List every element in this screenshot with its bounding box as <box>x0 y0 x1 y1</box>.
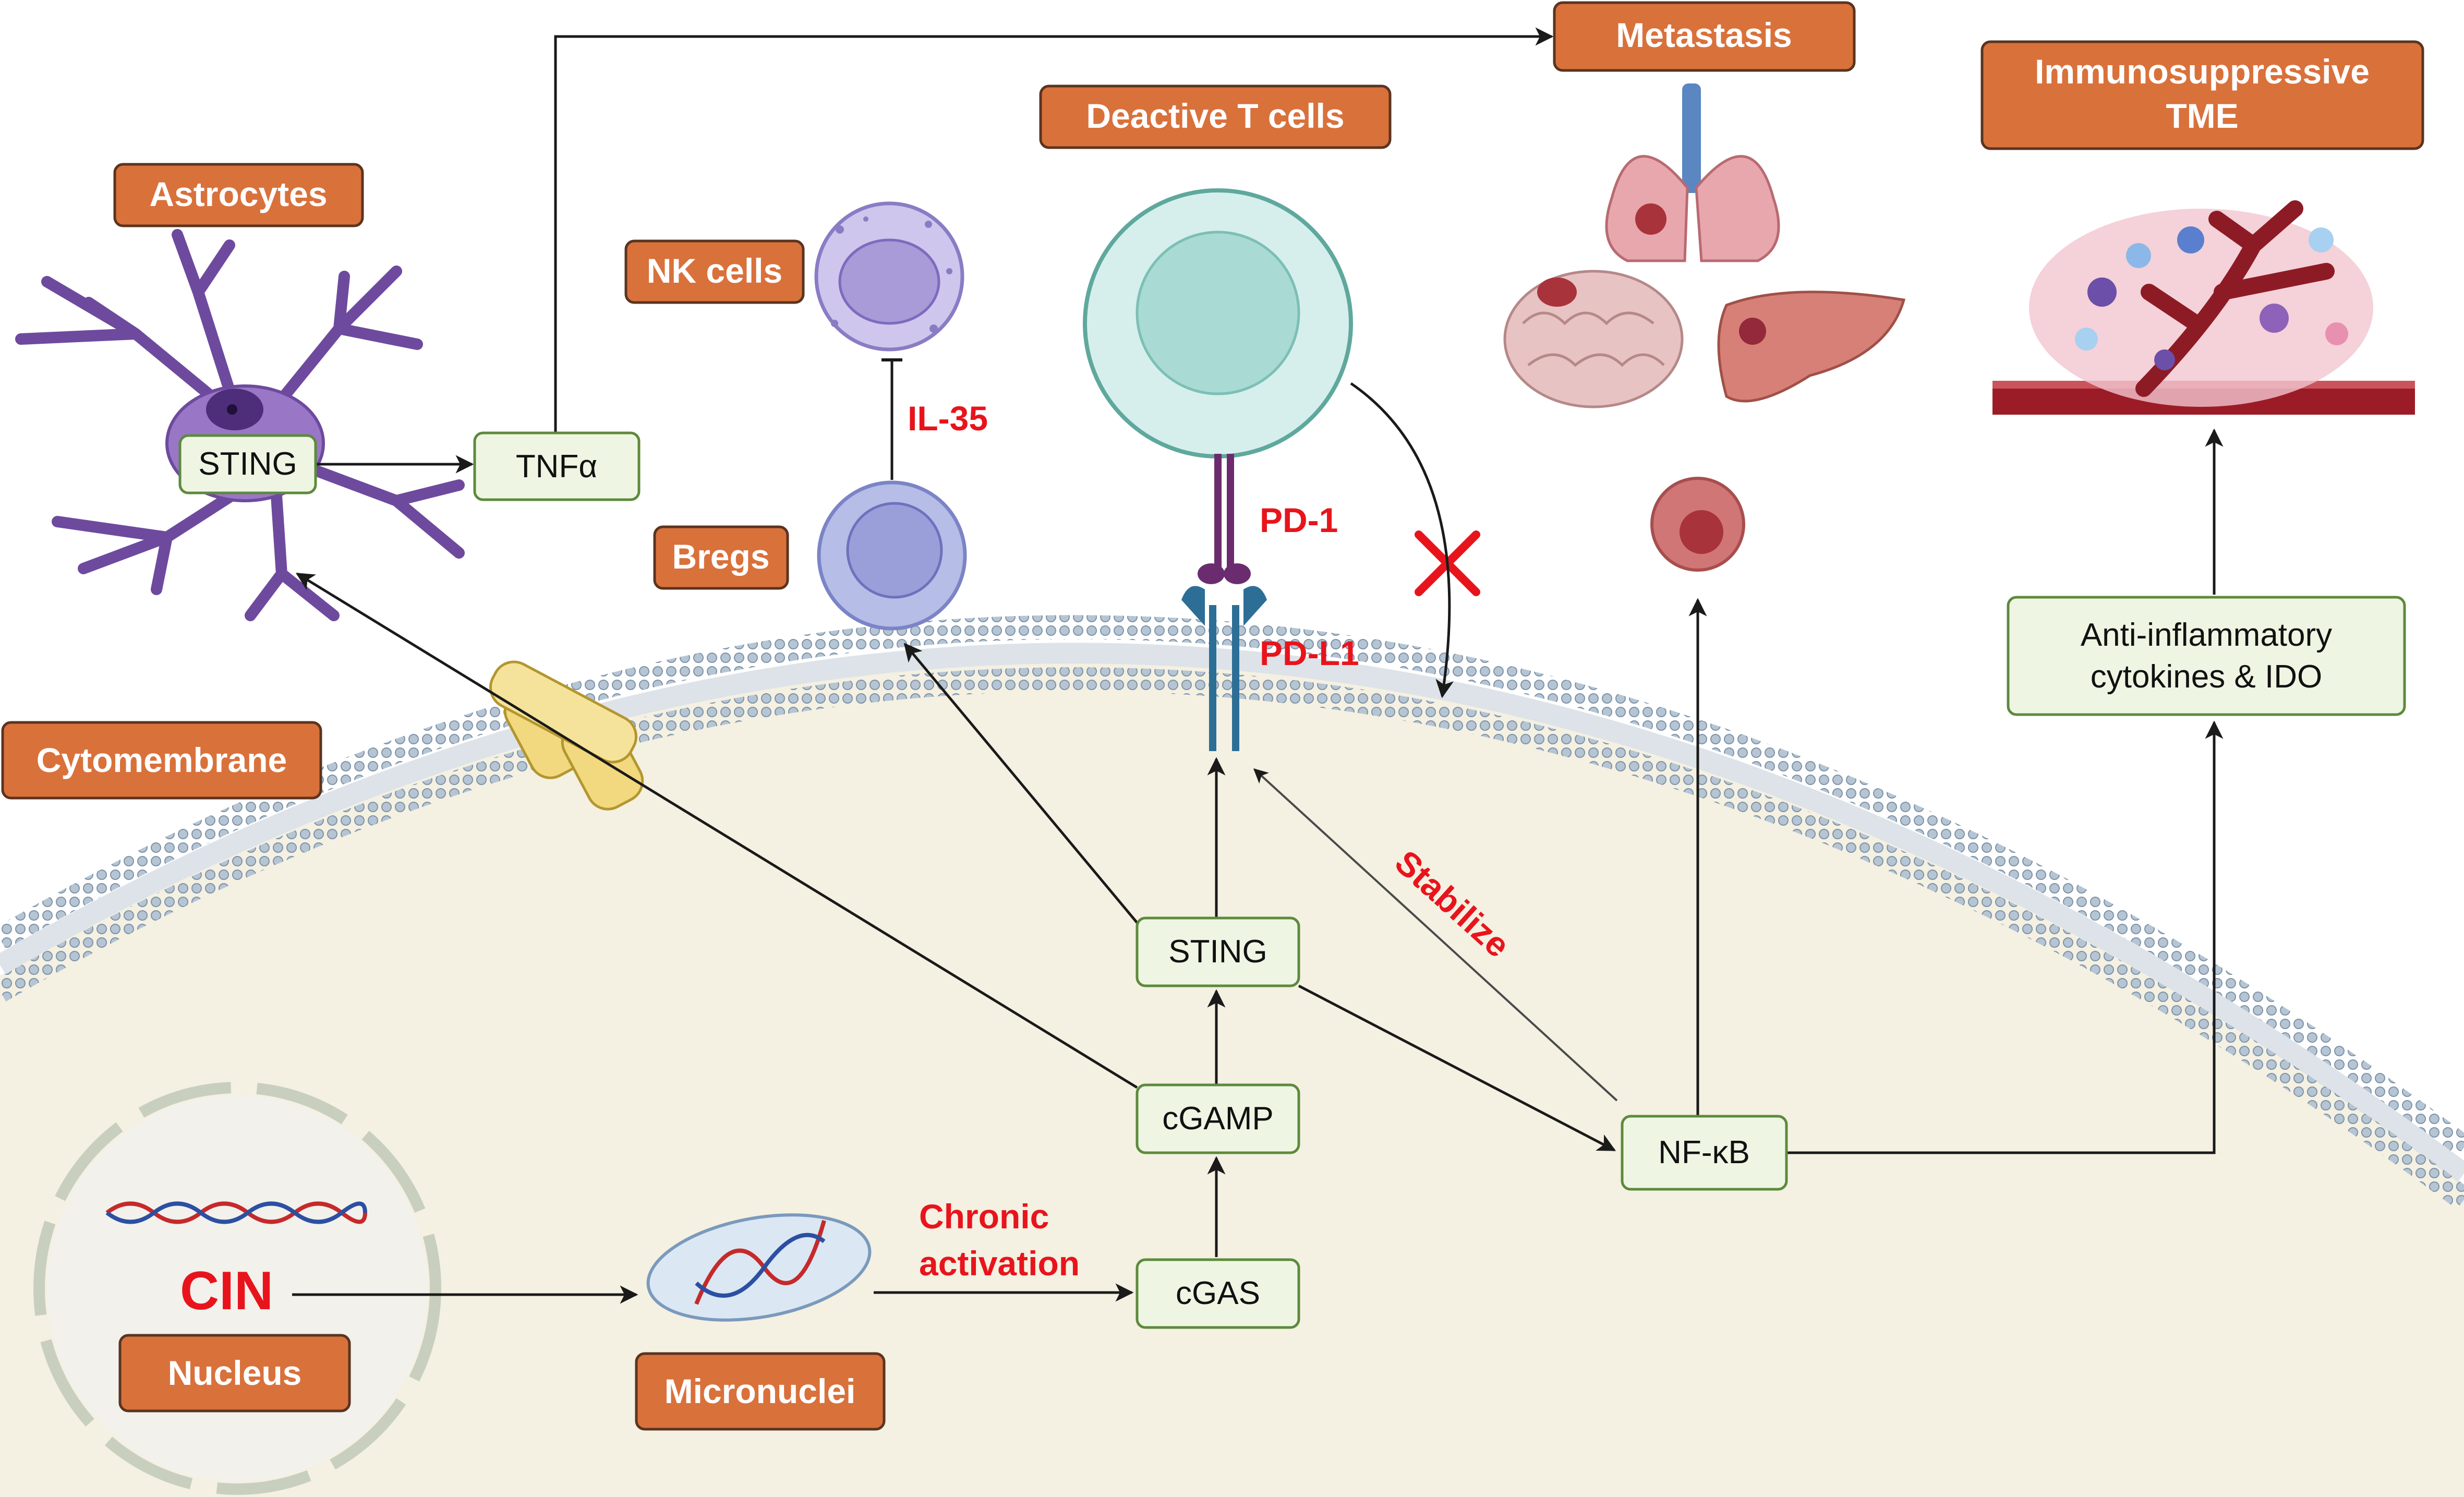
astrocyte-nucleolus <box>227 404 237 415</box>
svg-text:TME: TME <box>2166 96 2238 135</box>
label-nk-cells: NK cells <box>624 239 805 304</box>
arrow-sting-to-nfkb <box>1298 984 1616 1152</box>
label-micronuclei: Micronuclei <box>635 1352 886 1431</box>
svg-text:Bregs: Bregs <box>672 537 769 576</box>
svg-text:Immunosuppressive: Immunosuppressive <box>2035 52 2370 91</box>
nk-cell-icon <box>814 201 964 352</box>
brain-icon <box>1503 270 1684 408</box>
astrocyte-icon <box>15 229 465 621</box>
micronucleus-dna-icon <box>694 1220 826 1305</box>
pdl1-ligand-icon <box>1181 586 1267 751</box>
svg-text:cytokines & IDO: cytokines & IDO <box>2091 659 2322 695</box>
annotation-pd1: PD-1 <box>1260 501 1338 539</box>
arrow-tcell-blocked <box>1350 382 1454 698</box>
annotation-il35: IL-35 <box>908 399 988 438</box>
tumor-cell-icon <box>1650 477 1745 572</box>
svg-text:STING: STING <box>198 446 297 482</box>
nucleus-envelope <box>33 1082 441 1495</box>
breg-cell-icon <box>817 480 967 631</box>
svg-text:Micronuclei: Micronuclei <box>665 1372 856 1410</box>
label-immunosuppressive-tme: Immunosuppressive TME <box>1980 40 2424 150</box>
label-nucleus: Nucleus <box>118 1334 351 1413</box>
svg-text:cGAMP: cGAMP <box>1162 1101 1274 1137</box>
svg-text:TNFα: TNFα <box>516 449 597 485</box>
node-cgas: cGAS <box>1136 1258 1300 1329</box>
lungs-icon <box>1605 83 1780 262</box>
svg-text:Deactive T cells: Deactive T cells <box>1086 96 1344 135</box>
svg-text:Cytomembrane: Cytomembrane <box>37 741 287 779</box>
arrow-nfkb-to-anti-inflammatory <box>1786 720 2224 1154</box>
tme-blood-vessel-icon <box>1992 200 2415 415</box>
node-sting-astrocyte: STING <box>178 434 317 494</box>
cytoplasm <box>0 663 2464 1497</box>
svg-text:cGAS: cGAS <box>1176 1275 1260 1311</box>
liver-icon <box>1717 291 1906 403</box>
node-cgamp: cGAMP <box>1136 1083 1300 1154</box>
arrow-nfkb-stabilize-pdl1 <box>1253 768 1618 1102</box>
svg-text:Anti-inflammatory: Anti-inflammatory <box>2081 617 2332 653</box>
t-cell-icon <box>1083 188 1353 458</box>
label-astrocytes: Astrocytes <box>113 163 364 227</box>
node-sting: STING <box>1136 916 1300 987</box>
node-anti-inflammatory: Anti-inflammatory cytokines & IDO <box>2007 596 2406 716</box>
label-metastasis: Metastasis <box>1553 1 1856 72</box>
arrow-cgamp-to-astrocytes <box>296 572 1138 1089</box>
annotation-cin: CIN <box>180 1261 273 1321</box>
svg-text:Astrocytes: Astrocytes <box>149 175 327 213</box>
node-nfkb: NF-κB <box>1621 1115 1788 1191</box>
arrow-tnfa-to-metastasis <box>554 27 1554 501</box>
arrow-sting-to-bregs <box>903 643 1141 927</box>
svg-text:NK cells: NK cells <box>647 251 782 290</box>
label-bregs: Bregs <box>653 525 789 590</box>
pd1-receptor-icon <box>1198 454 1251 584</box>
label-cytomembrane: Cytomembrane <box>1 721 322 800</box>
micronucleus-body <box>646 1213 872 1322</box>
svg-text:Metastasis: Metastasis <box>1616 16 1792 54</box>
svg-text:STING: STING <box>1168 934 1267 970</box>
label-deactive-t-cells: Deactive T cells <box>1039 84 1392 149</box>
annotation-activation: activation <box>919 1244 1080 1283</box>
annotation-chronic: Chronic <box>919 1197 1049 1236</box>
dna-strand-icon <box>105 1201 367 1224</box>
svg-text:NF-κB: NF-κB <box>1658 1134 1750 1170</box>
node-tnfa: TNFα <box>473 431 641 501</box>
annotation-pdl1: PD-L1 <box>1260 634 1359 672</box>
svg-text:Nucleus: Nucleus <box>168 1354 302 1392</box>
